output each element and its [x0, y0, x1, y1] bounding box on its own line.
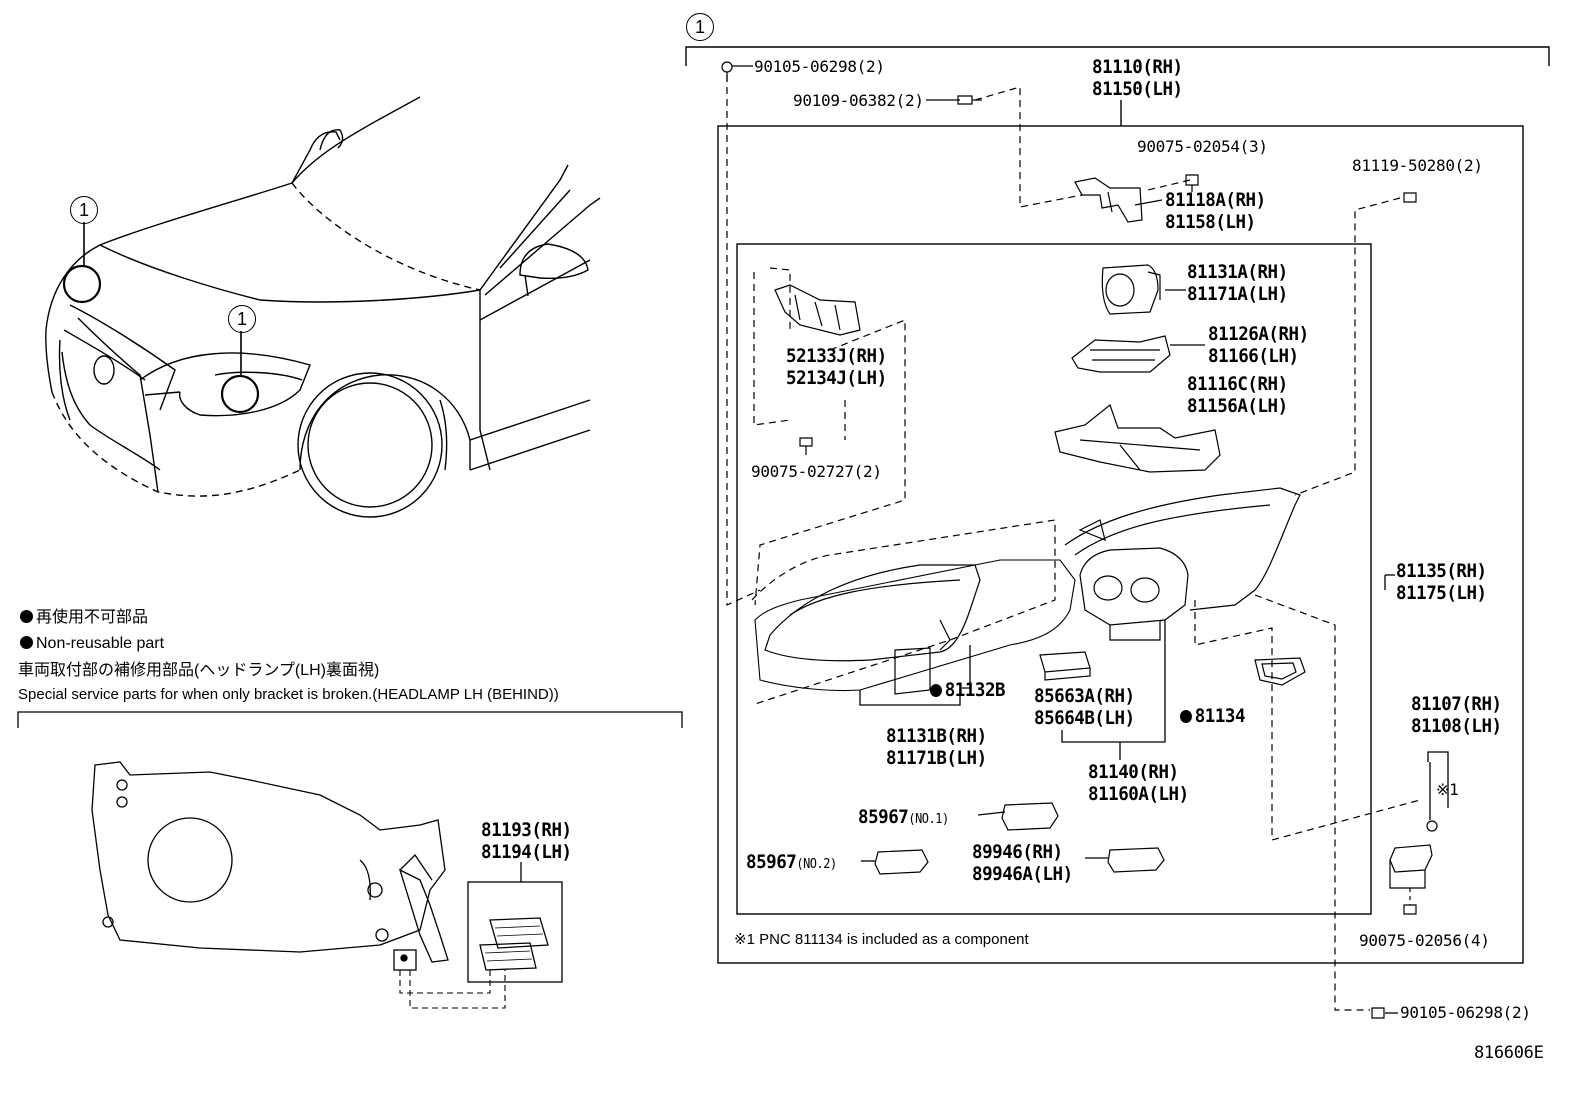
legend-special-en: Special service parts for when only brac…: [18, 686, 559, 703]
part-81160a: 81160A(LH): [1088, 783, 1189, 805]
part-81107: 81107(RH): [1411, 693, 1502, 715]
part-52134j: 52134J(LH): [786, 367, 887, 389]
part-90075-02056: 90075-02056(4): [1359, 931, 1490, 950]
part-52133j: 52133J(RH): [786, 345, 887, 367]
callout-marker-car-front: 1: [70, 196, 98, 224]
dashed-leaders: [726, 75, 1421, 1011]
part-90109: 90109-06382(2): [793, 91, 924, 110]
part-81194: 81194(LH): [481, 841, 572, 863]
car-overview-illustration: [45, 96, 601, 518]
part-85664b: 85664B(LH): [1034, 707, 1135, 729]
screw-90109: [957, 95, 982, 105]
solid-leaders: [520, 65, 1449, 1014]
part-85663a: 85663A(RH): [1034, 685, 1135, 707]
part-81132b: 81132B: [930, 679, 1006, 701]
legend-non-reusable-jp: 再使用不可部品: [20, 608, 148, 628]
part-81135: 81135(RH): [1396, 560, 1487, 582]
part-81171a: 81171A(LH): [1187, 283, 1288, 305]
figure-id: 816606E: [1474, 1043, 1544, 1063]
footnote: ※1 PNC 811134 is included as a component: [734, 931, 1029, 948]
part-81166: 81166(LH): [1208, 345, 1299, 367]
part-81134: 81134: [1180, 705, 1246, 727]
part-81110: 81110(RH): [1092, 56, 1183, 78]
special-service-frame: [17, 711, 683, 728]
callout-marker-car-headlamp: 1: [228, 305, 256, 333]
part-81150: 81150(LH): [1092, 78, 1183, 100]
note-x1-marker: ※1: [1436, 780, 1459, 799]
callout-marker-main: 1: [686, 13, 714, 41]
non-reusable-marker: [1180, 710, 1192, 723]
part-85967-no2: 85967(NO.2): [746, 851, 837, 873]
part-81131b: 81131B(RH): [886, 725, 987, 747]
part-90075-02054: 90075-02054(3): [1137, 137, 1268, 156]
part-81126a: 81126A(RH): [1208, 323, 1309, 345]
part-90075-02727: 90075-02727(2): [751, 462, 882, 481]
part-90105-bottom: 90105-06298(2): [1400, 1003, 1531, 1022]
screw-90075-02727: [799, 437, 813, 455]
main-frame-lines: [685, 46, 1550, 964]
part-81140: 81140(RH): [1088, 761, 1179, 783]
part-81156a: 81156A(LH): [1187, 395, 1288, 417]
screw-90075-02054: [1185, 174, 1199, 192]
part-81175: 81175(LH): [1396, 582, 1487, 604]
part-90105-top: 90105-06298(2): [754, 57, 885, 76]
part-89946: 89946(RH): [972, 841, 1063, 863]
non-reusable-marker: [930, 684, 942, 697]
part-81193: 81193(RH): [481, 819, 572, 841]
part-81108: 81108(LH): [1411, 715, 1502, 737]
headlamp-behind-sketch: [91, 761, 563, 983]
part-81118a: 81118A(RH): [1165, 189, 1266, 211]
part-81116c: 81116C(RH): [1187, 373, 1288, 395]
component-sketches: [721, 61, 1438, 1019]
part-89946a: 89946A(LH): [972, 863, 1073, 885]
screw-top-left: [721, 61, 733, 82]
part-81158: 81158(LH): [1165, 211, 1256, 233]
legend-special-jp: 車両取付部の補修用部品(ヘッドランプ(LH)裏面視): [18, 662, 380, 679]
lower-dashed-links: [399, 970, 506, 1009]
screw-81119: [1403, 192, 1417, 203]
part-81131a: 81131A(RH): [1187, 261, 1288, 283]
legend-non-reusable-en: Non-reusable part: [20, 634, 164, 654]
part-81171b: 81171B(LH): [886, 747, 987, 769]
part-85967-no1: 85967(NO.1): [858, 806, 949, 828]
part-81119: 81119-50280(2): [1352, 156, 1483, 175]
